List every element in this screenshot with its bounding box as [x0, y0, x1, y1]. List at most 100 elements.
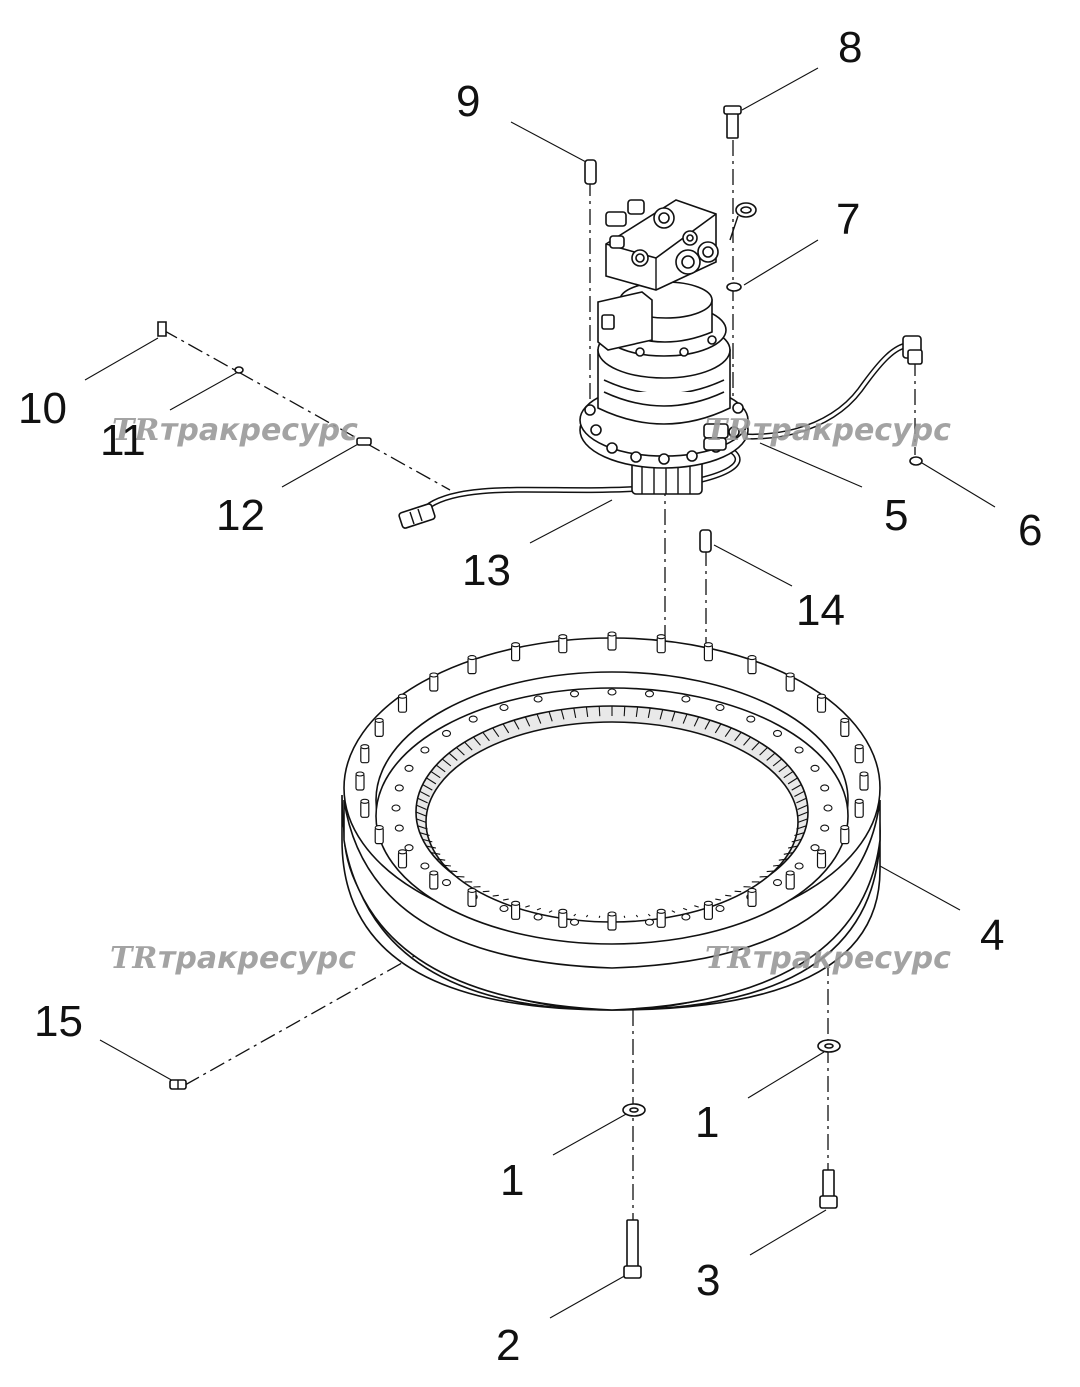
- gear-tooth: [536, 713, 542, 724]
- gear-tooth: [623, 706, 626, 717]
- gear-tooth: [573, 913, 577, 917]
- callout-13: 13: [462, 546, 511, 595]
- callout-labels: 8 9 7 10 11 12 13 5 6 14 4 15 1 1 3 2: [18, 23, 1042, 1370]
- gear-tooth: [492, 727, 500, 738]
- callout-1b: 1: [695, 1098, 719, 1147]
- gear-tooth: [694, 905, 699, 908]
- bolt-hole: [394, 784, 404, 792]
- gear-tooth: [682, 713, 688, 724]
- bolt-part-8: [723, 105, 742, 139]
- gear-tooth: [693, 716, 700, 727]
- gear-tooth: [456, 747, 465, 756]
- bolt-hole: [715, 904, 725, 913]
- bracket-part-10: [157, 321, 167, 337]
- ring-stud: [397, 849, 408, 869]
- ring-stud: [558, 634, 568, 654]
- gear-tooth: [724, 727, 732, 738]
- gear-tooth: [797, 818, 808, 824]
- gear-tooth: [416, 804, 427, 811]
- ring-stud: [747, 887, 757, 908]
- gear-tooth: [787, 777, 798, 785]
- pin-part-9: [584, 159, 597, 185]
- callout-10: 10: [18, 384, 67, 433]
- ring-stud: [429, 870, 439, 890]
- swing-motor-assembly: [579, 199, 757, 495]
- gear-tooth: [598, 706, 601, 717]
- ring-stud: [607, 911, 617, 931]
- gear-tooth: [422, 784, 433, 791]
- bolt-hole: [681, 913, 691, 921]
- bolt-hole: [810, 764, 820, 772]
- watermark-logo: TR: [112, 413, 159, 448]
- gear-tooth: [482, 890, 490, 893]
- slewing-ring-part-4: [341, 631, 881, 1011]
- bolt-hole: [715, 703, 725, 712]
- gear-teeth: [415, 706, 809, 918]
- pin-part-14: [699, 529, 712, 553]
- gear-tooth: [759, 747, 768, 756]
- gear-tooth: [734, 890, 742, 893]
- ring-stud: [859, 771, 869, 791]
- gear-tooth: [791, 838, 802, 843]
- bolt-hole: [533, 913, 543, 921]
- washer-part-11: [234, 366, 244, 374]
- gear-tooth: [635, 706, 639, 717]
- gear-tooth: [671, 910, 676, 913]
- bolt-holes: [391, 688, 833, 928]
- gear-tooth: [772, 758, 783, 767]
- ring-stud: [854, 798, 864, 818]
- ring-stud: [397, 693, 408, 713]
- watermark-top-right: TR тракресурс: [705, 413, 951, 448]
- grease-nipple-part-15: [169, 1079, 187, 1090]
- gear-tooth: [783, 770, 794, 779]
- gear-tooth: [464, 741, 473, 751]
- bolt-hole: [394, 824, 404, 832]
- gear-tooth: [797, 804, 808, 811]
- gear-tooth: [623, 915, 626, 918]
- callout-12: 12: [216, 491, 265, 540]
- gear-tooth: [725, 894, 732, 897]
- gear-tooth: [682, 907, 688, 911]
- gear-tooth: [419, 790, 430, 797]
- watermark-text: тракресурс: [753, 413, 951, 448]
- gear-tooth: [442, 864, 451, 867]
- ring-stud: [558, 908, 568, 928]
- ring-stud: [374, 825, 384, 845]
- bolt-hole: [746, 715, 756, 723]
- gear-tooth: [524, 716, 531, 727]
- bolt-hole: [644, 918, 655, 926]
- gear-tooth: [573, 707, 577, 719]
- gear-tooth: [435, 764, 446, 773]
- gear-tooth: [794, 790, 805, 797]
- ring-stud: [511, 642, 521, 662]
- gear-tooth: [787, 845, 798, 849]
- gear-tooth: [778, 764, 789, 773]
- gear-tooth: [417, 797, 428, 804]
- bolt-hole: [499, 904, 509, 913]
- gear-tooth: [416, 818, 427, 824]
- gear-tooth: [794, 832, 805, 837]
- washer-part-6: [909, 456, 923, 466]
- watermark-top-left: TR тракресурс: [112, 413, 358, 448]
- washer-part-1b: [817, 1039, 841, 1053]
- callout-9: 9: [456, 77, 480, 126]
- ring-studs: [355, 631, 869, 931]
- bolt-hole: [823, 804, 833, 812]
- ring-stud: [656, 634, 666, 654]
- gear-tooth: [796, 797, 807, 804]
- watermark-text: тракресурс: [160, 413, 358, 448]
- ring-stud: [360, 744, 370, 764]
- bolt-hole: [794, 746, 804, 754]
- gear-tooth: [430, 852, 441, 855]
- callout-14: 14: [796, 586, 845, 635]
- gear-tooth: [791, 784, 802, 791]
- ring-stud: [840, 825, 850, 845]
- gear-tooth: [796, 825, 807, 830]
- bolt-part-3: [819, 1169, 838, 1209]
- bolt-hole: [810, 844, 820, 852]
- bolt-hole: [468, 715, 478, 723]
- ring-stud: [816, 693, 827, 713]
- ring-stud: [840, 717, 850, 738]
- fitting-part-12: [356, 437, 372, 446]
- ring-stud: [656, 908, 666, 928]
